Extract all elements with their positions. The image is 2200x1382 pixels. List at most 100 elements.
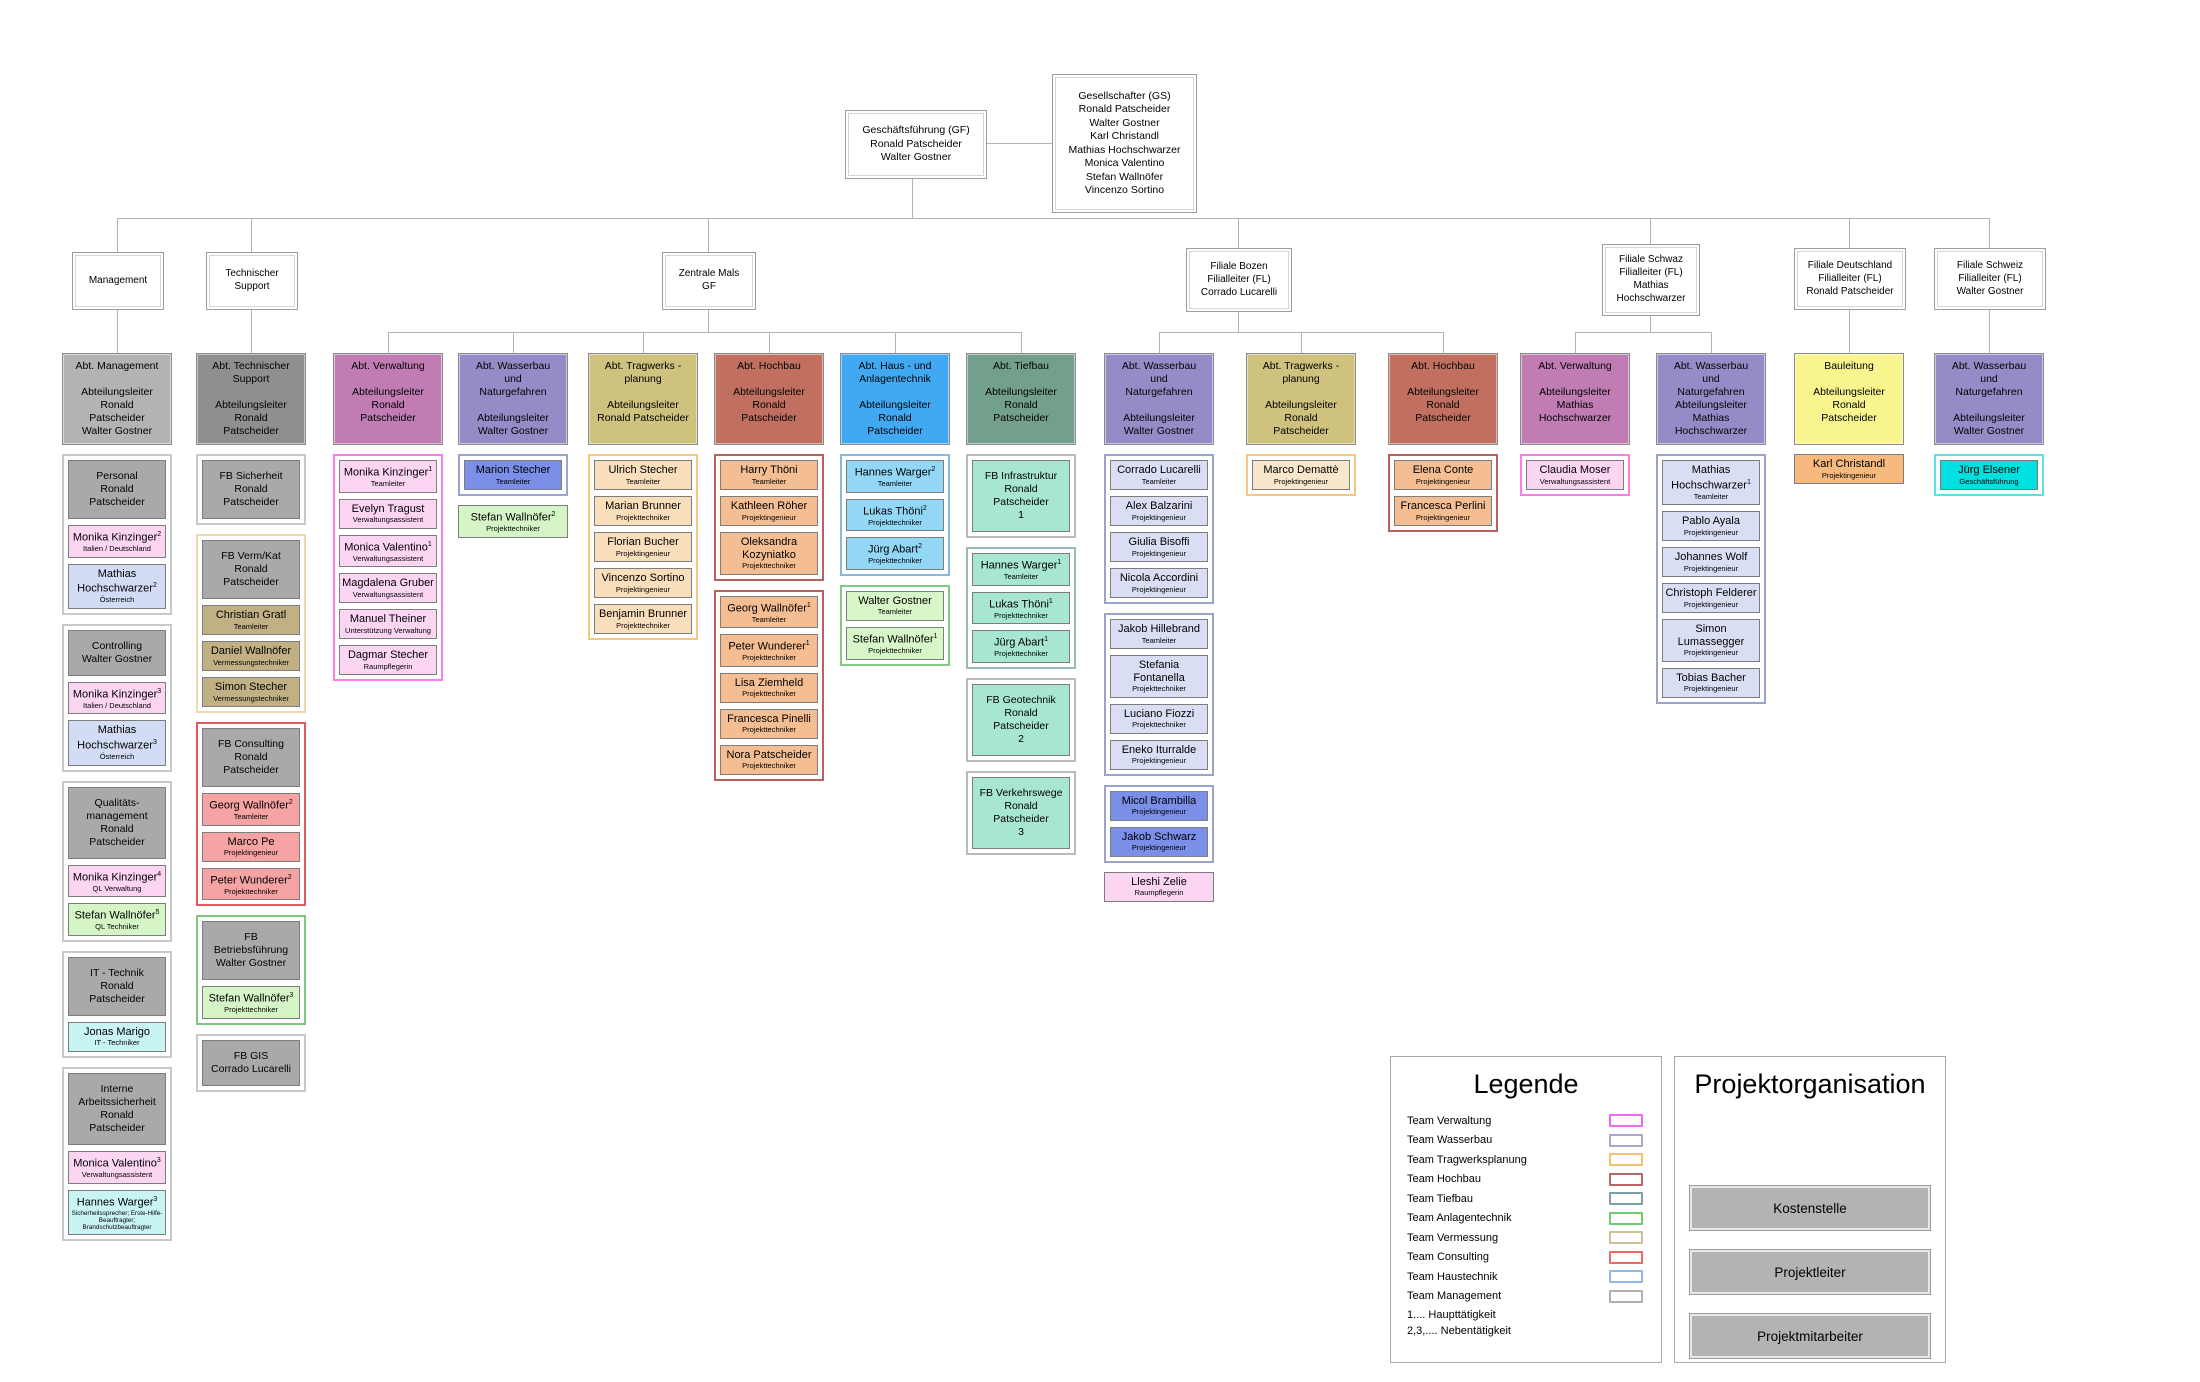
member-name: Vincenzo Sortino	[601, 572, 685, 584]
member-name: Eneko Iturralde	[1121, 743, 1197, 756]
connector-line	[985, 143, 1052, 144]
member-name: Monica Valentino3	[73, 1156, 161, 1170]
member-name: Francesca Pinelli	[727, 712, 811, 725]
member-role: Vermessungstechniker	[213, 693, 289, 703]
project-org-title: Projektorganisation	[1694, 1069, 1926, 1099]
member-name: Simon Stecher	[214, 681, 288, 693]
member-role: Projekttechniker	[224, 1005, 278, 1015]
member-name: Claudia Moser	[1539, 464, 1611, 476]
legend-color-swatch	[1609, 1153, 1643, 1166]
member-name: Lukas Thöni1	[989, 597, 1053, 611]
member-name: Peter Wunderer2	[210, 873, 292, 887]
member-name: Alex Balzarini	[1125, 500, 1193, 512]
legend-item-label: Team Haustechnik	[1407, 1270, 1498, 1283]
member-name: Stefan Wallnöfer5	[74, 909, 160, 922]
member-role: Teamleiter	[751, 476, 787, 486]
legend-item-label: Team Tragwerksplanung	[1407, 1153, 1527, 1166]
member-name: Ulrich Stecher	[608, 464, 678, 476]
member-name: Jonas Marigo	[83, 1025, 151, 1038]
connector-line	[1849, 308, 1850, 353]
member-role: Projekttechniker	[868, 517, 922, 527]
member-role: Unterstützung Verwaltung	[345, 625, 431, 635]
member-name: Georg Wallnöfer1	[727, 601, 811, 615]
member-name: Jürg Elsener	[1958, 464, 2020, 476]
member-name: Stefan Wallnöfer2	[470, 511, 556, 524]
member-name: Karl Christandl	[1812, 458, 1886, 470]
member-role: Projekttechniker	[1132, 684, 1186, 693]
connector-line	[117, 218, 118, 252]
member-name: Mathias Hochschwarzer2	[77, 567, 157, 595]
connector-line	[1159, 332, 1160, 353]
member-name: Jürg Abart1	[993, 636, 1049, 649]
member-role: QL Verwaltung	[92, 883, 142, 893]
member-role: Projektingenieur	[1683, 563, 1739, 573]
member-name: Marco Demattè	[1263, 464, 1339, 476]
member-name: Nora Patscheider	[726, 748, 812, 761]
member-name: Marian Brunner	[605, 500, 681, 512]
legend-item: Team Verwaltung	[1407, 1114, 1643, 1127]
connector-line	[388, 332, 1021, 333]
member-role: Projekttechniker	[994, 610, 1048, 620]
member-role: Projekttechniker	[868, 556, 922, 566]
connector-line	[1021, 332, 1022, 353]
member-name: Harry Thöni	[740, 464, 798, 476]
member-role: Teamleiter	[877, 607, 913, 617]
member-name: Kathleen Röher	[730, 500, 808, 512]
member-name: Monica Valentino1	[344, 540, 432, 554]
legend-item-label: Team Vermessung	[1407, 1231, 1499, 1244]
member-role: Projekttechniker	[742, 725, 796, 735]
connector-line	[388, 332, 389, 353]
member-role: Projektingenieur	[1131, 512, 1187, 522]
member-name: Jakob Schwarz	[1121, 830, 1197, 843]
member-name: Stefan Wallnöfer3	[208, 992, 294, 1005]
member-role: Projekttechniker	[868, 646, 922, 656]
member-role: Teamleiter	[625, 476, 661, 486]
connector-line	[912, 177, 913, 218]
member-name: Marion Stecher	[475, 464, 551, 476]
connector-line	[117, 218, 1989, 219]
member-role: Teamleiter	[233, 621, 269, 631]
